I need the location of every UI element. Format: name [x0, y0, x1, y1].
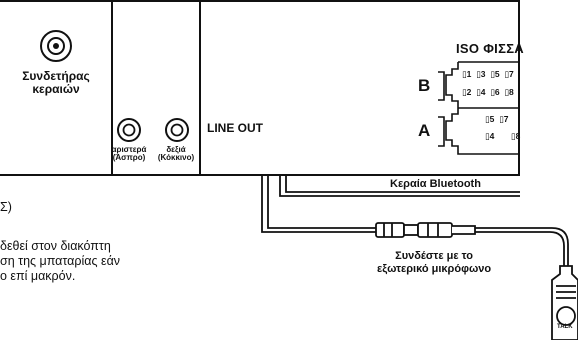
iso-socket-a: [438, 108, 520, 155]
microphone-cable: [261, 176, 376, 233]
head-unit-rear-panel: [0, 0, 520, 176]
microphone: [551, 265, 578, 340]
microphone-label-line1: Συνδέστε με το: [395, 250, 473, 262]
rca-left-text: αριστερά: [111, 145, 147, 154]
panel-divider: [199, 0, 201, 176]
body-text-line4: ο επί μακρόν.: [0, 269, 76, 283]
microphone-label: Συνδέστε με το εξωτερικό μικρόφωνο: [377, 250, 491, 276]
antenna-connector: [40, 30, 72, 62]
rca-left-label: αριστερά (Άσπρο): [106, 146, 152, 162]
panel-divider: [111, 0, 113, 176]
iso-socket-b: [438, 61, 520, 109]
rca-right-color: (Κόκκινο): [157, 153, 195, 162]
iso-block-a-letter: A: [418, 121, 431, 140]
iso-block-b-row2: ▯2 ▯4 ▯6 ▯8: [462, 87, 514, 97]
antenna-connector-label: Συνδετήρας κεραιών: [2, 70, 110, 96]
mic-connector: [375, 222, 476, 238]
iso-block-a-row1: ▯5 ▯7: [485, 114, 509, 124]
rca-right-jack: [165, 118, 189, 142]
rca-left-color: (Άσπρο): [112, 153, 146, 162]
antenna-label-line1: Συνδετήρας: [22, 69, 90, 83]
iso-block-b-letter: B: [418, 76, 431, 95]
bluetooth-antenna-cable: [279, 176, 520, 197]
iso-block-b-row1: ▯1 ▯3 ▯5 ▯7: [462, 69, 514, 79]
talk-button-label: TALK: [557, 324, 573, 330]
rca-right-text: δεξιά: [166, 145, 186, 154]
rca-left-jack: [117, 118, 141, 142]
iso-socket-title: ISO ΦΙΣΣΑ: [456, 41, 524, 56]
microphone-label-line2: εξωτερικό μικρόφωνο: [377, 263, 492, 275]
body-text-line2: δεθεί στον διακόπτη: [0, 239, 111, 253]
mic-lead: [475, 227, 569, 266]
antenna-label-line2: κεραιών: [32, 82, 80, 96]
body-text-line3: ση της μπαταρίας εάν: [0, 254, 121, 268]
body-text-line1: Σ): [0, 200, 12, 214]
rca-right-label: δεξιά (Κόκκινο): [151, 146, 201, 162]
line-out-label: LINE OUT: [207, 121, 263, 135]
bluetooth-antenna-label: Κεραία Bluetooth: [390, 178, 481, 190]
iso-block-a-row2: ▯4 ▯8: [485, 131, 521, 141]
